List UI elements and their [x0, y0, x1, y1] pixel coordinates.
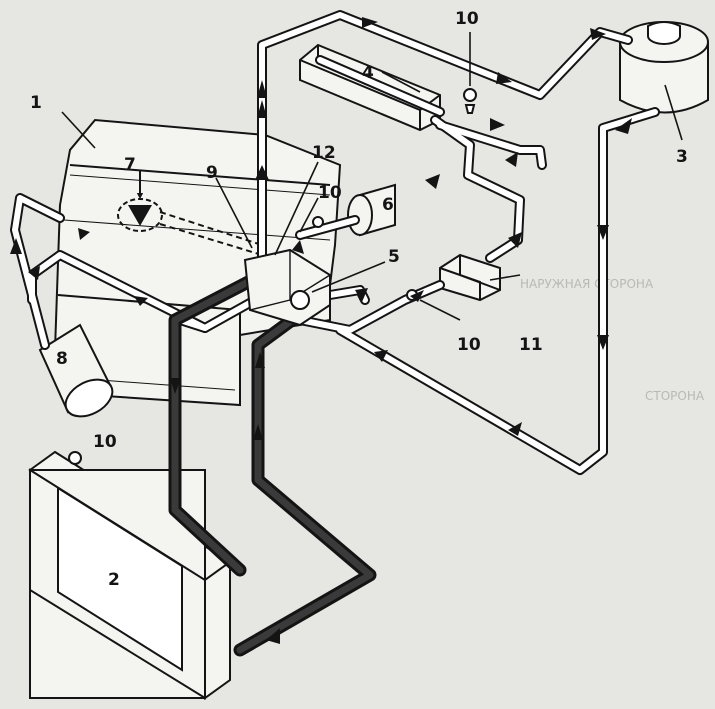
label-10-heater: 10: [455, 9, 479, 29]
label-10-valve: 10: [457, 335, 481, 355]
label-3: 3: [676, 147, 688, 167]
bg-text-1: НАРУЖНАЯ СТОРОНА: [520, 277, 654, 291]
label-5: 5: [388, 247, 400, 267]
leader-lines: [61, 32, 683, 321]
callout-labels: 1 2 3 4 5 6 7 8 9 10 10 10 10 11 12: [30, 9, 688, 590]
thick-hoses: [168, 273, 377, 657]
label-4: 4: [362, 63, 374, 83]
expansion-tank: [619, 21, 709, 114]
background-text: НАРУЖНАЯ СТОРОНА СТОРОНА: [520, 277, 705, 403]
label-10-radiator: 10: [93, 432, 117, 452]
label-11: 11: [519, 335, 543, 355]
label-10-pump: 10: [318, 183, 342, 203]
label-7: 7: [124, 155, 136, 175]
label-6: 6: [382, 195, 394, 215]
pump-housing: [243, 248, 331, 327]
label-2: 2: [108, 570, 120, 590]
flow-arrows: [10, 17, 632, 644]
label-1: 1: [30, 93, 42, 113]
oil-cooler-8: [38, 323, 114, 418]
drain-plugs: [312, 88, 477, 301]
label-8: 8: [56, 349, 68, 369]
thermostat-7: [117, 170, 263, 256]
radiator: [28, 450, 232, 700]
label-12: 12: [312, 143, 336, 163]
bg-text-2: СТОРОНА: [645, 389, 705, 403]
label-9: 9: [206, 163, 218, 183]
